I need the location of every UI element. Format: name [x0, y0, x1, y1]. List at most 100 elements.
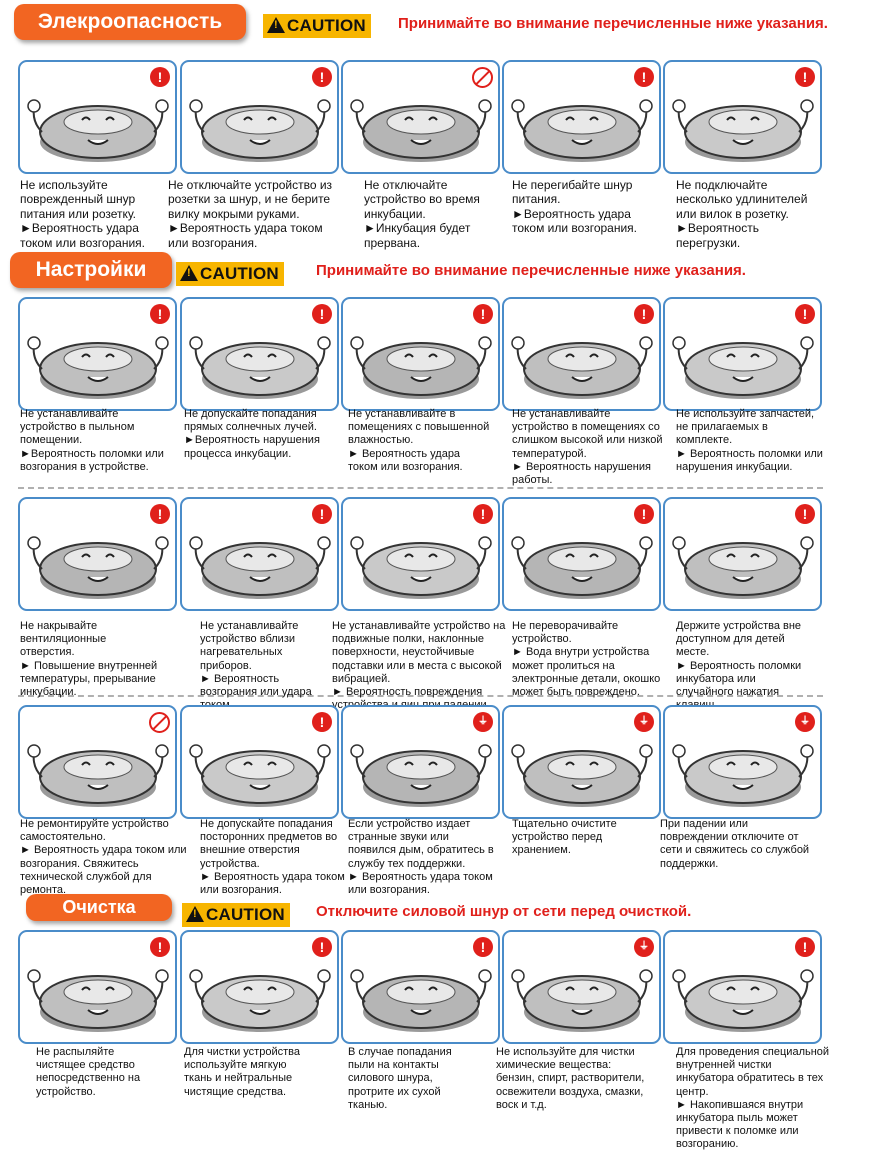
warning-triangle-icon — [267, 17, 285, 33]
illustration — [189, 536, 331, 599]
instruction-caption: Не устанавливайте устройство в помещения… — [512, 408, 663, 486]
foreign-objects-icon: ! — [180, 705, 339, 819]
instruction-caption: Тщательно очистите устройство перед хран… — [512, 818, 617, 857]
section-tab-cleaning: Очистка — [26, 894, 172, 921]
warning-icon: ! — [795, 504, 815, 524]
illustration — [672, 744, 814, 807]
section-note-settings: Принимайте во внимание перечисленные ниж… — [316, 262, 746, 279]
self-repair-icon — [18, 705, 177, 819]
covered-vents-icon: ! — [18, 497, 177, 611]
warning-icon: ! — [473, 504, 493, 524]
illustration — [511, 744, 653, 807]
illustration — [350, 969, 492, 1032]
upside-down-icon: ! — [502, 497, 661, 611]
warning-triangle-icon — [186, 906, 204, 922]
row-divider — [18, 487, 823, 489]
illustration — [511, 336, 653, 399]
instruction-caption: Не используйте поврежденный шнур питания… — [20, 178, 145, 250]
fallen-device-icon: ⏚ — [663, 705, 822, 819]
instruction-caption: Не перегибайте шнур питания. ►Вероятност… — [512, 178, 637, 236]
instruction-caption: Не накрывайте вентиляционные отверстия. … — [20, 620, 158, 698]
warning-icon: ! — [795, 67, 815, 87]
illustration — [189, 336, 331, 399]
unplug-icon: ⏚ — [634, 712, 654, 732]
illustration — [511, 969, 653, 1032]
illustration — [27, 336, 169, 399]
child-reach-icon: ! — [663, 497, 822, 611]
prohibited-icon — [472, 67, 493, 88]
wet-hands-plug-icon: ! — [180, 60, 339, 174]
instruction-caption: Не используйте для чистки химические вещ… — [496, 1046, 645, 1111]
dusty-plug-icon: ! — [341, 930, 500, 1044]
warning-icon: ! — [473, 937, 493, 957]
no-chemicals-icon: ⏚ — [502, 930, 661, 1044]
instruction-caption: Не устанавливайте устройство вблизи нагр… — [200, 620, 312, 711]
warning-icon: ! — [150, 504, 170, 524]
temperature-extremes-icon: ! — [502, 297, 661, 411]
warning-icon: ! — [150, 937, 170, 957]
unstable-shelf-icon: ! — [341, 497, 500, 611]
illustration — [27, 536, 169, 599]
caution-label-electric: CAUTION — [263, 14, 371, 38]
illustration — [350, 536, 492, 599]
spray-cleaner-icon: ! — [18, 930, 177, 1044]
warning-icon: ! — [634, 504, 654, 524]
instruction-caption: Не используйте запчастей, не прилагаемых… — [676, 408, 823, 473]
warning-icon: ! — [473, 304, 493, 324]
instruction-caption: Не устанавливайте устройство в пыльном п… — [20, 408, 164, 473]
unplug-icon: ⏚ — [634, 937, 654, 957]
illustration — [189, 969, 331, 1032]
illustration — [672, 536, 814, 599]
instruction-caption: Не устанавливайте устройство на подвижны… — [332, 620, 506, 711]
illustration — [672, 336, 814, 399]
illustration — [350, 99, 492, 162]
illustration — [189, 99, 331, 162]
damaged-socket-icon: ! — [18, 60, 177, 174]
instruction-caption: Не допускайте попадания прямых солнечных… — [184, 408, 320, 460]
warning-icon: ! — [312, 304, 332, 324]
warning-icon: ! — [312, 712, 332, 732]
illustration — [27, 969, 169, 1032]
clean-before-storage-icon: ⏚ — [502, 705, 661, 819]
instruction-caption: В случае попадания пыли на контакты сило… — [348, 1046, 452, 1111]
foreign-parts-icon: ! — [663, 297, 822, 411]
illustration — [189, 744, 331, 807]
instruction-caption: Для чистки устройства используйте мягкую… — [184, 1046, 300, 1098]
unplug-icon: ⏚ — [795, 712, 815, 732]
soft-cloth-icon: ! — [180, 930, 339, 1044]
caution-label-cleaning: CAUTION — [182, 903, 290, 927]
instruction-caption: Не отключайте устройство во время инкуба… — [364, 178, 480, 250]
warning-icon: ! — [150, 67, 170, 87]
humidity-icon: ! — [341, 297, 500, 411]
section-note-cleaning: Отключите силовой шнур от сети перед очи… — [316, 903, 692, 920]
illustration — [350, 744, 492, 807]
instruction-caption: Не распыляйте чистящее средство непосред… — [36, 1046, 141, 1098]
internal-cleaning-icon: ! — [663, 930, 822, 1044]
warning-icon: ! — [634, 67, 654, 87]
heater-nearby-icon: ! — [180, 497, 339, 611]
extension-cord-icon: ! — [663, 60, 822, 174]
instruction-caption: Для проведения специальной внутренней чи… — [676, 1046, 830, 1151]
direct-sunlight-icon: ! — [180, 297, 339, 411]
section-note-electric: Принимайте во внимание перечисленные ниж… — [398, 15, 828, 32]
row-divider — [18, 695, 823, 697]
illustration — [672, 99, 814, 162]
caution-text: CAUTION — [200, 264, 279, 283]
bent-cord-icon: ! — [502, 60, 661, 174]
warning-triangle-icon — [180, 265, 198, 281]
unplug-incubating-icon — [341, 60, 500, 174]
illustration — [511, 99, 653, 162]
caution-text: CAUTION — [206, 905, 285, 924]
illustration — [350, 336, 492, 399]
instruction-caption: Не устанавливайте в помещениях с повышен… — [348, 408, 490, 473]
warning-icon: ! — [312, 67, 332, 87]
section-tab-electric: Элекроопасность — [14, 4, 246, 40]
prohibited-icon — [149, 712, 170, 733]
instruction-caption: Держите устройства вне доступном для дет… — [676, 620, 802, 711]
caution-text: CAUTION — [287, 16, 366, 35]
warning-icon: ! — [634, 304, 654, 324]
instruction-caption: Не отключайте устройство из розетки за ш… — [168, 178, 333, 250]
illustration — [672, 969, 814, 1032]
warning-icon: ! — [795, 304, 815, 324]
illustration — [27, 99, 169, 162]
